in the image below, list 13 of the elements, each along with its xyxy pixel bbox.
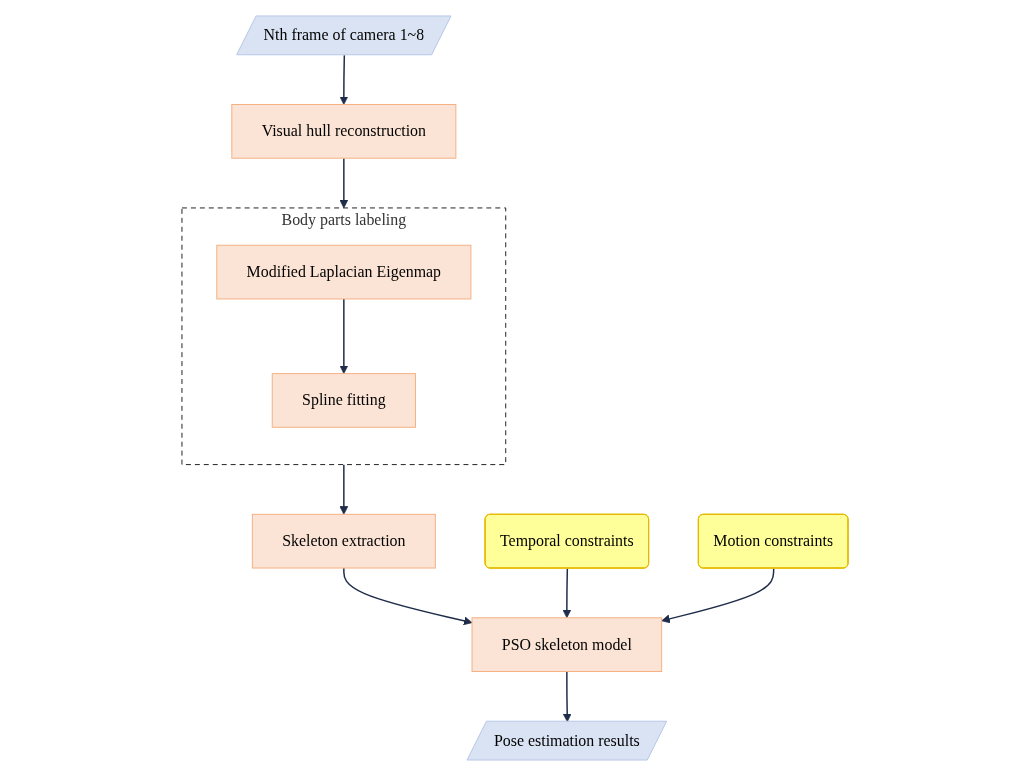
arrow: [339, 157, 349, 209]
node-box: Skeleton extraction: [251, 513, 436, 569]
node-box: Modified Laplacian Eigenmap: [216, 244, 472, 300]
node-box: Visual hull reconstruction: [231, 104, 457, 159]
arrow: [339, 54, 349, 105]
node-box: PSO skeleton model: [471, 617, 663, 672]
arrow: [339, 463, 349, 515]
node-box: Spline fitting: [271, 373, 416, 428]
arrow: [661, 567, 775, 624]
arrow: [339, 298, 349, 374]
arrow: [562, 567, 572, 619]
arrow: [562, 670, 572, 723]
arrow: [343, 567, 473, 626]
